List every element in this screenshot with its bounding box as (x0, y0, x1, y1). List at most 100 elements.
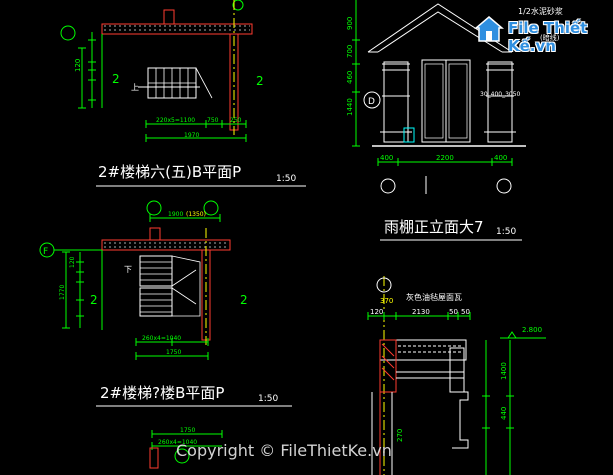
dim-line (135, 352, 209, 360)
watermark-logo: File Thiết Kế.vn (474, 14, 606, 55)
dim-line (482, 340, 490, 475)
axis-label: F (43, 247, 48, 257)
dim-line (352, 0, 360, 147)
column (149, 447, 159, 469)
stair-treads (148, 68, 196, 98)
drawing-scale: 1:50 (258, 394, 278, 404)
axis-bubble (174, 448, 190, 464)
dim-line (78, 47, 86, 109)
stair-plan-top: 120 2 2 上 220x5=1100 750 250 1970 2#楼梯六(… (60, 0, 306, 187)
axis-bubble (203, 200, 219, 216)
note-text: 灰色油毡屋面瓦 (406, 292, 462, 302)
dim-line (149, 214, 221, 222)
dim-text: 1400 (500, 362, 508, 380)
beam (379, 339, 397, 393)
pillar-cap (382, 63, 514, 97)
up-mark: 下 (124, 265, 132, 274)
wall (101, 23, 253, 35)
dim-line (506, 340, 514, 475)
column (149, 227, 161, 241)
pillar-profile (452, 391, 469, 449)
dim-text: 1750 (166, 349, 181, 356)
dim-text: 270 (396, 429, 404, 442)
stair-plan-middle: 1900 (1350) 下 1770 120 2 2 F 260x4=1040 … (39, 200, 292, 407)
level-text: 2.800 (522, 326, 542, 334)
room-label: 2 (112, 72, 120, 86)
dim-line (145, 134, 247, 142)
dim-text: 1900 (168, 211, 183, 218)
dim-text: 50 (461, 308, 470, 316)
dim-text: 1440 (346, 98, 354, 116)
dim-text: 700 (346, 45, 354, 58)
room-label: 2 (256, 74, 264, 88)
dim-text: 1970 (184, 132, 199, 139)
dim-line (145, 120, 247, 128)
wall-hatch (104, 242, 228, 248)
dim-text: 900 (346, 17, 354, 30)
dim-text: 460 (346, 71, 354, 84)
column (163, 9, 175, 25)
roof-tiles (398, 345, 462, 353)
axis-bubble (496, 178, 512, 194)
drawing-title: 2#楼梯六(五)B平面P (98, 163, 241, 181)
canopy-edge (449, 347, 465, 393)
level-mark (500, 331, 546, 339)
dim-text: 120 (370, 308, 383, 316)
dim-text: 50 (449, 308, 458, 316)
note-text: 30_400_3050 (480, 91, 521, 98)
dim-text: 2130 (412, 308, 430, 316)
landing-outline (171, 255, 201, 317)
canopy-section: 灰色油毡屋面瓦 370 120 2130 50 50 2.800 1400 44… (367, 276, 546, 475)
note-text: 1/2水泥砂浆 (518, 6, 563, 16)
dim-text: 120 (69, 256, 76, 268)
watermark-copyright: Copyright © FileThietKe.vn (176, 441, 392, 460)
dim-text: 370 (380, 297, 393, 305)
dim-text: 400 (494, 154, 507, 162)
pillar (383, 61, 409, 143)
dim-line (62, 251, 70, 329)
drawing-scale: 1:50 (496, 227, 516, 237)
drawing-title: 雨棚正立面大7 (384, 218, 484, 236)
dim-line (151, 430, 223, 438)
dim-text: 1750 (180, 427, 195, 434)
room-label: 2 (240, 293, 248, 307)
landing-line (195, 67, 213, 99)
wall-hatch (104, 25, 250, 31)
dim-line (377, 158, 513, 166)
dim-text: 250 (230, 117, 242, 124)
axis-bubble (376, 277, 392, 293)
pillar (487, 61, 513, 143)
room-label: 2 (90, 293, 98, 307)
dim-text: 2200 (436, 154, 454, 162)
dim-text: 1770 (59, 285, 66, 300)
dim-line (135, 338, 209, 346)
house-logo-icon (474, 16, 504, 42)
dim-note: (1350) (186, 211, 206, 218)
dim-text: 220x5=1100 (156, 117, 195, 124)
dim-text: 750 (207, 117, 219, 124)
drawing-title: 2#楼梯?楼B平面P (100, 384, 224, 402)
stair-plan-bottom: 1750 260x4=1040 (149, 427, 223, 469)
canopy-bottom (396, 371, 464, 379)
door-panel (424, 63, 444, 139)
dim-line (367, 312, 471, 320)
dim-text: 120 (74, 59, 82, 72)
watermark-brand: File Thiết Kế.vn (508, 19, 588, 55)
axis-bubble (363, 91, 381, 109)
stair-treads (140, 261, 172, 281)
axis-bubble (380, 178, 396, 194)
drawing-scale: 1:50 (276, 174, 296, 184)
note-text: (暗线) (540, 33, 560, 42)
axis-bubble (146, 200, 162, 216)
wall (101, 239, 231, 251)
dim-line (151, 442, 222, 450)
door-panel (448, 63, 468, 139)
dim-line (76, 252, 84, 328)
roof-slab (379, 339, 467, 361)
canopy-elevation: 900 700 460 1440 D 1/2水泥砂浆 (暗线) 30_400_3… (346, 0, 563, 241)
dim-text: 260x4=1040 (142, 335, 181, 342)
stair-flight (139, 255, 173, 287)
dim-line (88, 32, 96, 108)
hatch-band (403, 127, 415, 143)
